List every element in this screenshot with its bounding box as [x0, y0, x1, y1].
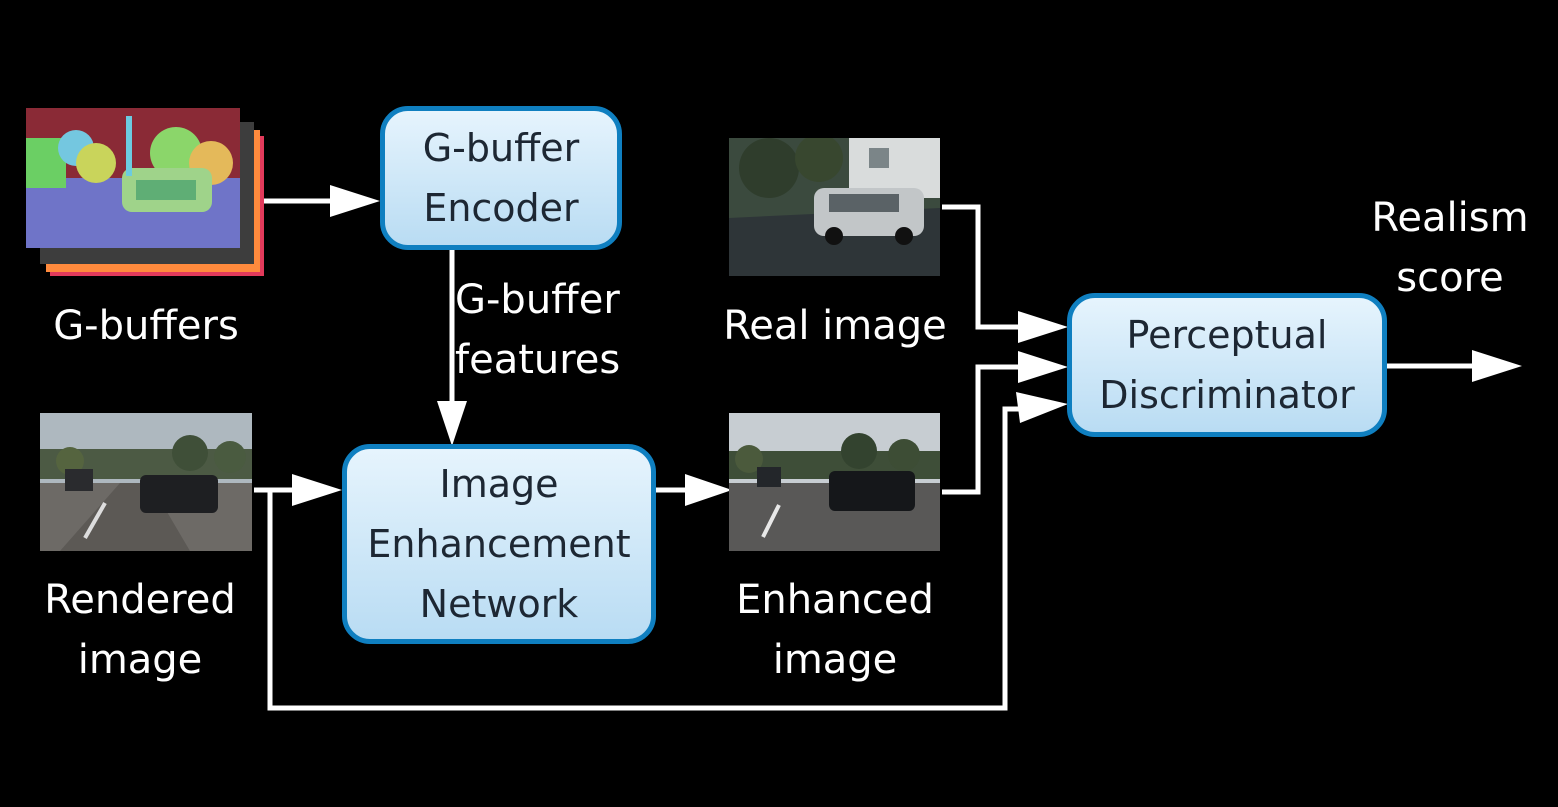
gbuffers-label: G-buffers [53, 303, 239, 349]
arrow-rendered-bypass-to-discriminator [267, 406, 1022, 711]
rendered-image [40, 413, 252, 551]
label-line: features [455, 337, 621, 383]
arrowhead [1018, 311, 1068, 343]
gbuffers-image [26, 108, 266, 280]
node-text-line: Discriminator [1099, 373, 1355, 417]
label-line: Enhanced [736, 577, 934, 623]
label-line: G-buffer [455, 277, 620, 323]
real-image [729, 138, 940, 276]
arrowhead [1472, 350, 1522, 382]
label-line: Rendered [44, 577, 236, 623]
arrowhead [437, 401, 467, 446]
gbuffer-features-label: G-buffer features [455, 270, 645, 390]
realism-score-label: Realism score [1350, 188, 1550, 308]
node-text-line: Image [439, 462, 559, 506]
node-text-line: Network [419, 582, 579, 626]
node-text-line: Enhancement [367, 522, 631, 566]
real-image-label: Real image [723, 303, 947, 349]
rendered-image-label: Rendered image [20, 570, 260, 690]
arrowhead [1016, 392, 1068, 423]
arrowhead [292, 474, 342, 506]
arrowhead [330, 185, 380, 217]
node-text-line: Encoder [423, 186, 579, 230]
arrowhead [1018, 351, 1068, 383]
image-enhancement-network-node: Image Enhancement Network [342, 444, 656, 644]
enhanced-image [729, 413, 940, 551]
enhanced-image-label: Enhanced image [710, 570, 960, 690]
arrow-enhanced-to-discriminator [942, 364, 1022, 495]
node-text-line: Perceptual [1126, 313, 1328, 357]
perceptual-discriminator-node: Perceptual Discriminator [1067, 293, 1387, 437]
label-line: score [1396, 255, 1504, 301]
arrow-real-to-discriminator [942, 204, 1022, 330]
label-line: image [77, 637, 203, 683]
gbuffer-encoder-node: G-buffer Encoder [380, 106, 622, 250]
node-text-line: G-buffer [422, 126, 580, 170]
label-line: image [772, 637, 898, 683]
label-line: Realism [1371, 195, 1529, 241]
arrowhead [685, 474, 732, 506]
